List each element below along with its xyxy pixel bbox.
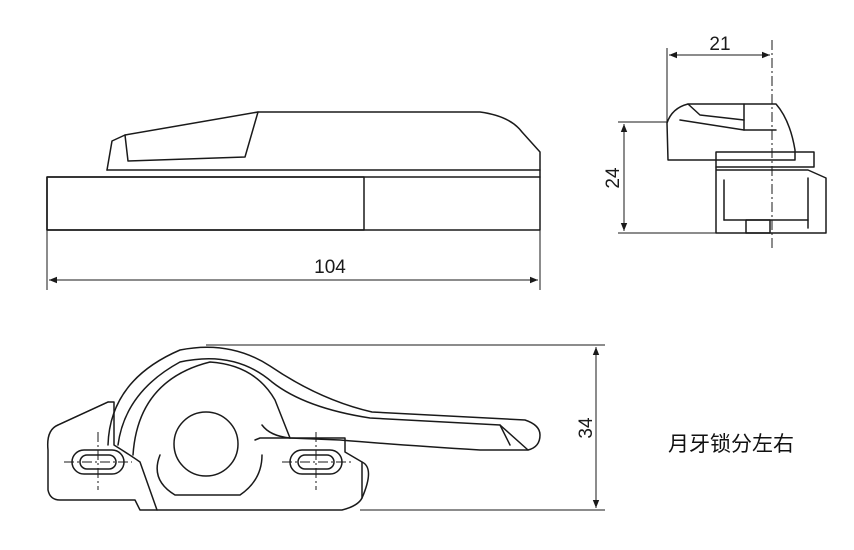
top-spindle-circle (173, 411, 239, 477)
front-view: 104 (46, 111, 541, 290)
side-body (715, 166, 827, 234)
side-view: 21 24 (603, 34, 827, 248)
top-lever-arc (107, 346, 541, 451)
top-view: 34 (46, 344, 605, 511)
front-base-plate (46, 176, 541, 231)
dim-length-label: 104 (314, 257, 346, 278)
side-lever-head (666, 103, 796, 161)
dim-width-label: 21 (709, 34, 730, 55)
front-lever-body (106, 111, 541, 178)
dim-depth-label: 34 (576, 417, 597, 439)
side-flange (715, 151, 815, 168)
front-base-inner (46, 176, 365, 231)
caption-text: 月牙锁分左右 (668, 432, 794, 456)
dim-height-label: 24 (603, 167, 624, 189)
